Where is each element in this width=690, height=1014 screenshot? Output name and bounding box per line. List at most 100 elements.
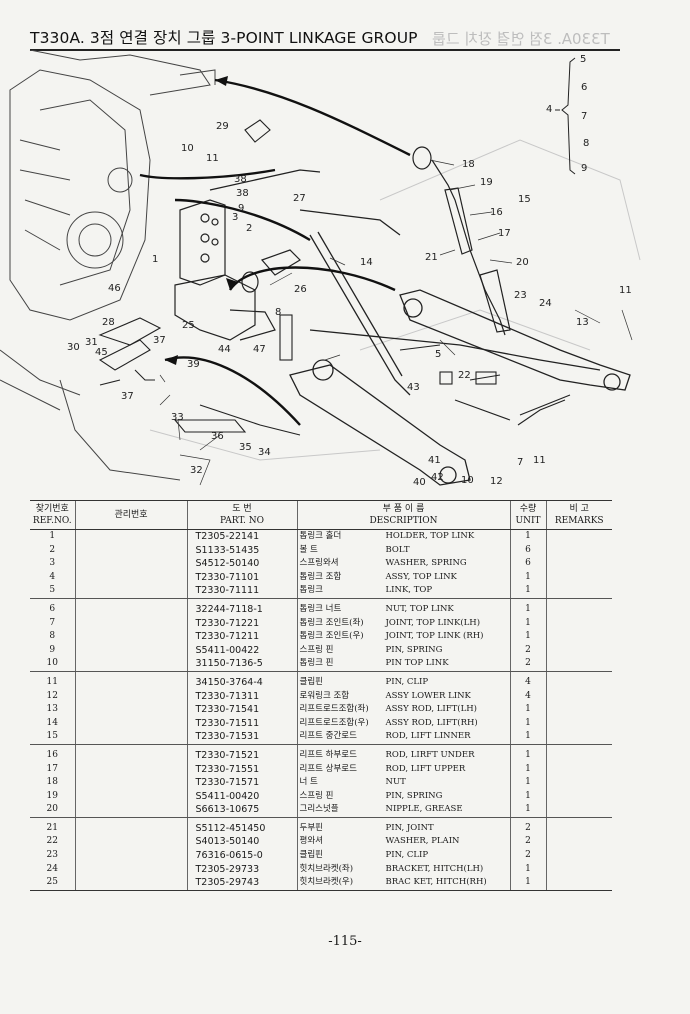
mgmt-no bbox=[74, 762, 187, 777]
part-no: 32244-7118-1 bbox=[186, 598, 297, 617]
mgmt-no bbox=[74, 689, 187, 704]
callout-22: 22 bbox=[458, 370, 471, 381]
callout-33: 33 bbox=[171, 412, 184, 423]
ref-no: 22 bbox=[46, 836, 58, 847]
callout-1: 1 bbox=[152, 254, 158, 265]
ref-no: 10 bbox=[30, 657, 75, 672]
description-kr: 스프링 핀 bbox=[299, 644, 334, 655]
ref-no: 12 bbox=[46, 690, 58, 701]
remarks bbox=[545, 630, 612, 644]
ref-no: 17 bbox=[46, 763, 58, 774]
description-en: NUT bbox=[385, 777, 406, 788]
callout-7: 7 bbox=[517, 457, 523, 468]
mgmt-no bbox=[74, 862, 187, 877]
callout-19: 19 bbox=[480, 177, 493, 188]
callout-15: 15 bbox=[518, 194, 531, 205]
remarks bbox=[545, 598, 612, 617]
remarks bbox=[545, 849, 612, 863]
ref-no: 2 bbox=[49, 544, 56, 555]
ref-no: 18 bbox=[46, 777, 58, 788]
remarks bbox=[545, 703, 612, 717]
callout-11: 11 bbox=[619, 285, 632, 296]
unit-qty: 1 bbox=[509, 529, 546, 544]
unit-qty: 4 bbox=[509, 671, 546, 690]
description-en: HOLDER, TOP LINK bbox=[385, 531, 475, 541]
description-kr: 리프트로드조합(우) bbox=[299, 717, 369, 728]
unit-qty: 1 bbox=[509, 744, 546, 763]
description: 힛치브라켓(우)BRAC KET, HITCH(RH) bbox=[296, 876, 510, 891]
part-no: S4512-50140 bbox=[186, 557, 297, 571]
unit-qty: 2 bbox=[509, 643, 546, 658]
unit-qty: 1 bbox=[509, 776, 546, 790]
callout-5: 5 bbox=[580, 54, 586, 65]
part-no: T2330-71511 bbox=[186, 716, 297, 731]
description: 리프트로드조합(우)ASSY ROD, LIFT(RH) bbox=[296, 716, 510, 731]
ref-no: 24 bbox=[46, 863, 58, 874]
page-title: T330A. 3점 연결 장치 그룹 3-POINT LINKAGE GROUP bbox=[30, 29, 418, 47]
callout-26: 26 bbox=[294, 284, 307, 295]
diagram-callouts: 1234556778899101011111112131415161718192… bbox=[67, 54, 632, 488]
description-en: PIN, CLIP bbox=[385, 676, 429, 687]
description-kr: 로워링크 조합 bbox=[299, 690, 350, 701]
description-kr: 톱링크 조합 bbox=[299, 571, 342, 582]
part-no: T2330-71521 bbox=[186, 744, 297, 763]
rear-housing-drawing bbox=[0, 50, 216, 481]
part-no: S5411-00420 bbox=[186, 789, 297, 804]
description: 톱링크 조인트(좌)JOINT, TOP LINK(LH) bbox=[296, 616, 510, 631]
unit-qty: 1 bbox=[509, 584, 546, 599]
description-kr: 스프링 핀 bbox=[299, 790, 334, 801]
description-en: PIN TOP LINK bbox=[385, 658, 449, 669]
callout-35: 35 bbox=[239, 442, 252, 453]
part-no: T2305-29743 bbox=[186, 876, 297, 891]
part-no: T2330-71221 bbox=[186, 616, 297, 631]
callout-34: 34 bbox=[258, 447, 271, 458]
part-no: T2330-71531 bbox=[186, 730, 297, 745]
callout-10: 10 bbox=[181, 143, 194, 154]
description-en: ASSY LOWER LINK bbox=[385, 690, 471, 701]
callout-5: 5 bbox=[435, 349, 441, 360]
ref-no: 9 bbox=[49, 644, 56, 655]
description: 힛치브라켓(좌)BRACKET, HITCH(LH) bbox=[296, 862, 510, 877]
unit-qty: 6 bbox=[509, 543, 546, 558]
remarks bbox=[545, 716, 612, 731]
remarks bbox=[545, 762, 612, 777]
callout-21: 21 bbox=[425, 252, 438, 263]
callout-37: 37 bbox=[153, 335, 166, 346]
description-en: WASHER, SPRING bbox=[385, 558, 467, 569]
unit-qty: 1 bbox=[509, 730, 546, 745]
remarks bbox=[545, 730, 612, 745]
callout-47: 47 bbox=[253, 344, 266, 355]
description-en: PIN, SPRING bbox=[385, 790, 443, 801]
mgmt-no bbox=[74, 543, 187, 558]
part-no: S5411-00422 bbox=[186, 643, 297, 658]
description-kr: 볼 트 bbox=[299, 544, 318, 555]
part-no: S4013-50140 bbox=[186, 835, 297, 850]
callout-17: 17 bbox=[498, 228, 511, 239]
mgmt-no bbox=[74, 643, 187, 658]
description-kr: 톱링크 bbox=[299, 585, 323, 596]
unit-qty: 4 bbox=[509, 689, 546, 704]
part-no: S6613-10675 bbox=[186, 803, 297, 818]
remarks bbox=[545, 817, 612, 836]
ref-no: 6 bbox=[49, 603, 56, 614]
mgmt-no bbox=[74, 557, 187, 571]
part-no: T2330-71571 bbox=[186, 776, 297, 790]
mgmt-no bbox=[74, 598, 187, 617]
callout-24: 24 bbox=[539, 298, 552, 309]
mgmt-no bbox=[74, 616, 187, 631]
mgmt-no bbox=[74, 730, 187, 745]
